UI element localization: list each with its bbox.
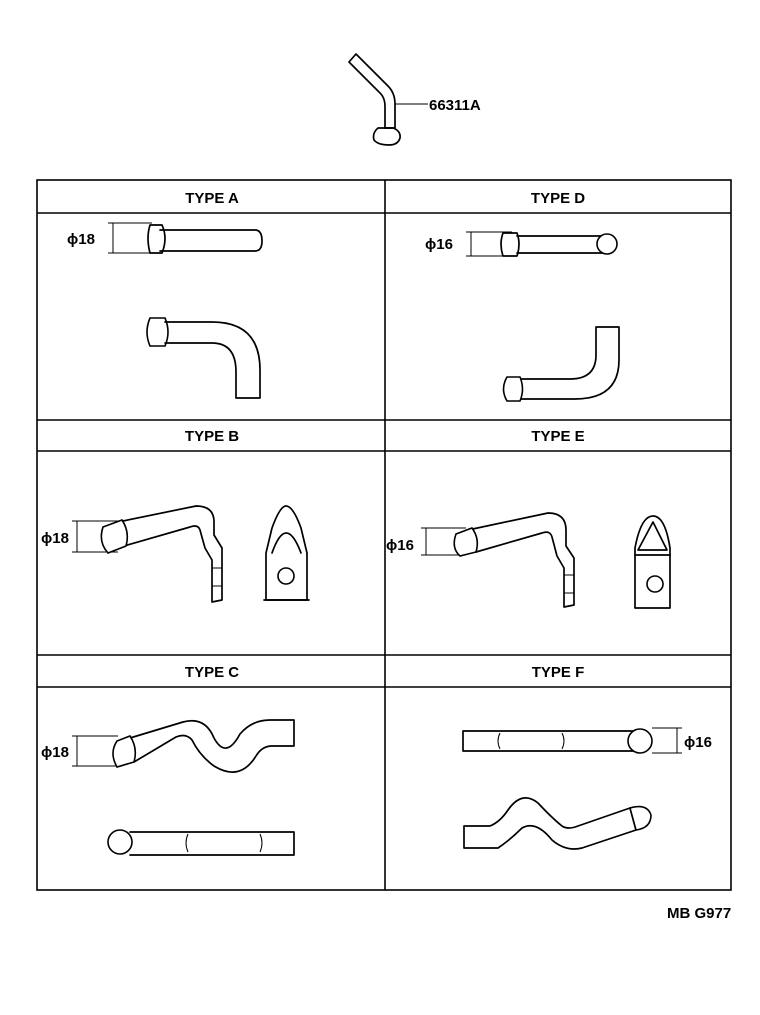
type-c-label: TYPE C xyxy=(185,664,239,681)
type-d-diameter: ϕ16 xyxy=(425,236,453,253)
type-e-drawing xyxy=(421,512,671,609)
type-d-label: TYPE D xyxy=(531,190,585,207)
type-c-diameter: ϕ18 xyxy=(41,744,69,761)
type-a-diameter: ϕ18 xyxy=(67,231,95,248)
type-e-diameter: ϕ16 xyxy=(386,537,414,554)
type-c-drawing xyxy=(72,719,295,856)
type-a-drawing xyxy=(108,222,263,399)
type-e-label: TYPE E xyxy=(531,428,584,445)
drawing-code: MB G977 xyxy=(667,905,731,922)
type-b-drawing xyxy=(72,505,310,603)
type-a-label: TYPE A xyxy=(185,190,239,207)
part-number-label: 66311A xyxy=(429,97,481,114)
type-f-diameter: ϕ16 xyxy=(684,734,712,751)
type-f-label: TYPE F xyxy=(532,664,585,681)
type-table xyxy=(36,179,732,891)
type-b-label: TYPE B xyxy=(185,428,239,445)
type-b-diameter: ϕ18 xyxy=(41,530,69,547)
type-f-drawing xyxy=(462,727,682,850)
type-d-drawing xyxy=(466,231,620,402)
top-part-drawing xyxy=(348,53,428,146)
